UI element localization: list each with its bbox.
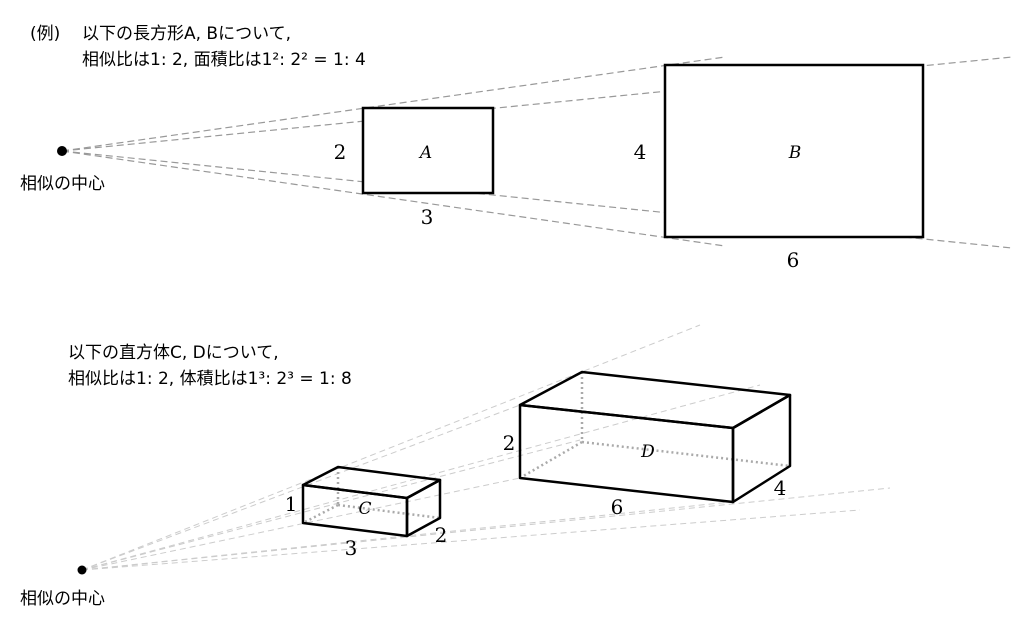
box-d [518,370,792,504]
rect-a-height-label: 2 [334,140,347,164]
box-c-width-label: 3 [345,536,358,560]
box-c-name: C [358,499,371,519]
box-d-name: D [640,442,655,462]
rect-b-name: B [788,143,802,163]
rect-line1: 以下の長方形A, Bについて, [82,24,291,44]
box-similarity-center [77,565,87,575]
rect-a-name: A [418,143,432,163]
rect-b-width-label: 6 [787,248,800,272]
box-d-depth-label: 4 [774,476,787,500]
box-c [301,465,442,538]
rect-b-height-label: 4 [634,140,647,164]
rect-b [663,63,925,239]
box-d-hidden-edges [519,372,791,480]
box-projection-lines [81,324,891,571]
rect-line2: 相似比は1: 2, 面積比は1²: 2² = 1: 4 [82,50,366,70]
box-c-hidden-edges [302,467,441,525]
rect-a [361,106,495,195]
box-line2: 相似比は1: 2, 体積比は1³: 2³ = 1: 8 [68,369,352,389]
box-d-width-label: 6 [611,495,624,519]
rect-center-label: 相似の中心 [20,174,105,194]
box-center-label: 相似の中心 [20,589,105,609]
example-prefix: (例) [30,24,61,44]
rect-a-width-label: 3 [421,205,434,229]
box-d-height-label: 2 [503,431,516,455]
rect-similarity-center [57,146,67,156]
box-line1: 以下の直方体C, Dについて, [68,343,279,363]
box-c-height-label: 1 [285,492,298,516]
box-c-depth-label: 2 [435,523,448,547]
